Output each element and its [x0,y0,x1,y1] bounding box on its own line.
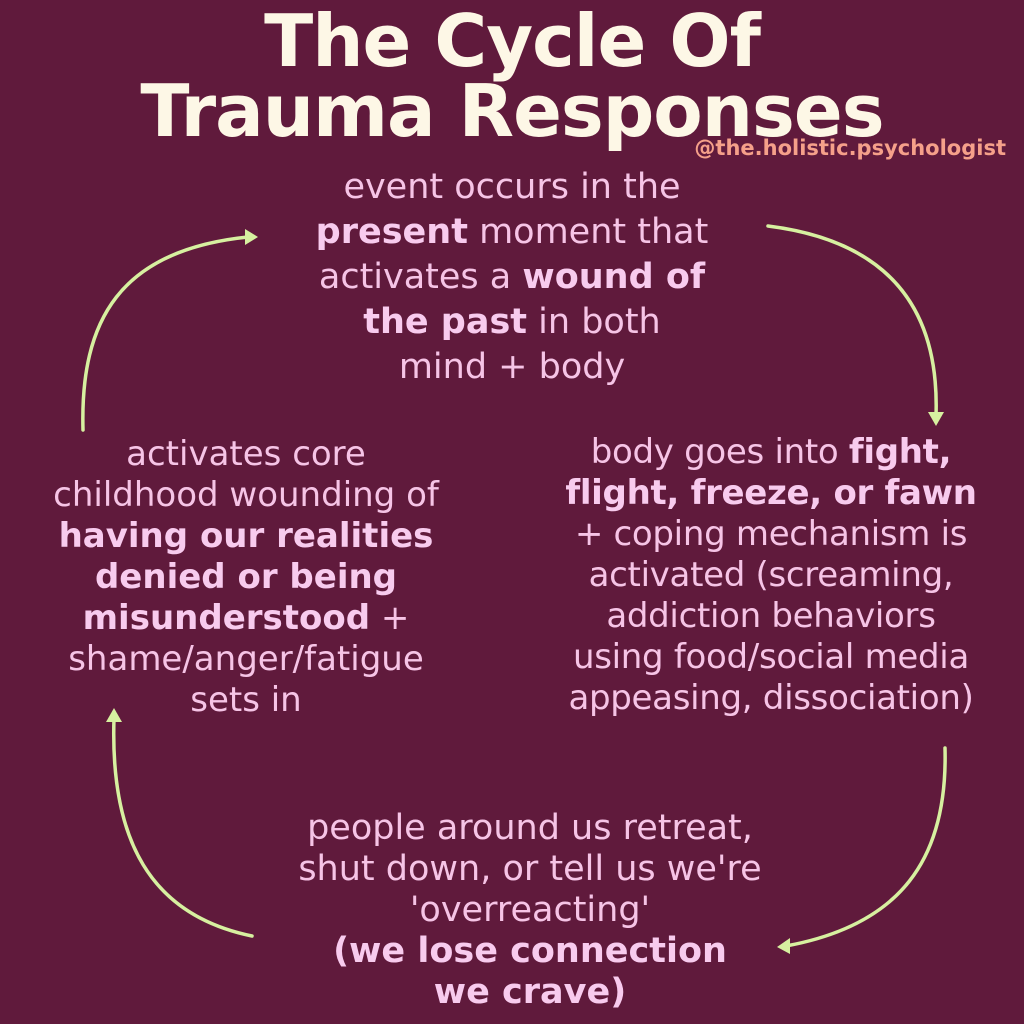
arrow-bottom-left [111,716,254,938]
arrow-top-right [766,224,938,418]
arrowhead-left-icon [106,708,122,722]
arrowhead-top-icon [245,229,258,245]
arrowhead-bottom-icon [777,938,790,954]
author-handle: @the.holistic.psychologist [694,136,1006,160]
cycle-step-lose-connection: people around us retreat, shut down, or … [298,808,762,1012]
cycle-step-body-response: body goes into fight, flight, freeze, or… [565,432,977,718]
cycle-step-present-event: event occurs in the present moment that … [315,167,709,387]
cycle-step-core-wounding: activates core childhood wounding of hav… [53,434,439,720]
arrow-right-bottom [784,746,947,948]
title-line-2: Trauma Responses [140,69,884,153]
arrow-left-top [81,235,250,432]
title-line-1: The Cycle Of [264,0,761,83]
arrowhead-right-icon [928,412,944,426]
